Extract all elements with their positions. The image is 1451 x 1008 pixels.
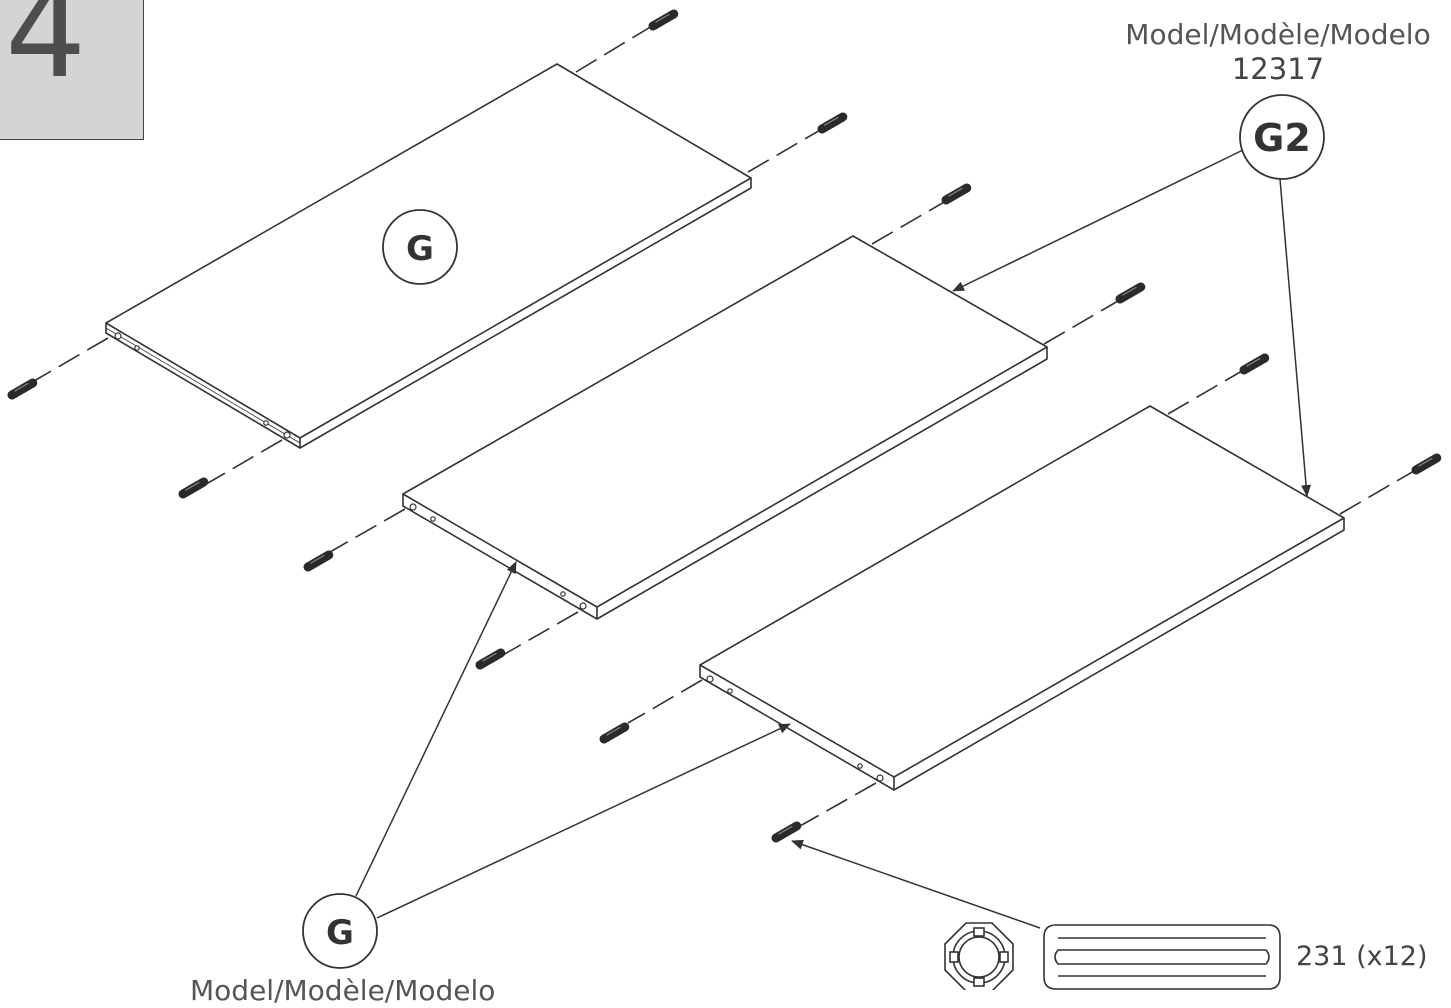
panel-holes-bottom [706,675,884,782]
callout-g-top: G [382,209,458,285]
callout-g2-label: G2 [1253,116,1311,160]
callout-g-top-label: G [406,229,434,269]
step-number: 4 [5,0,87,107]
leader-arrows [355,149,1312,929]
shelf-panel-middle [402,235,1048,620]
callout-g2: G2 [1239,94,1325,180]
callout-g-bottom-label: G [326,913,354,953]
shelf-panel-bottom [699,405,1345,791]
dowel-guide-lines [33,25,1415,827]
model-number-top: 12317 [1231,52,1325,86]
dowel-end-view-icon [944,922,1014,990]
panel-holes-top [114,332,291,439]
dowel-side-view-icon [1043,924,1281,990]
step-number-box: 4 [0,0,144,140]
panel-holes-middle [409,503,587,610]
hardware-quantity-label: 231 (x12) [1296,941,1428,972]
model-label-top: Model/Modèle/Modelo [1125,18,1431,51]
callout-g-bottom: G [302,893,378,969]
